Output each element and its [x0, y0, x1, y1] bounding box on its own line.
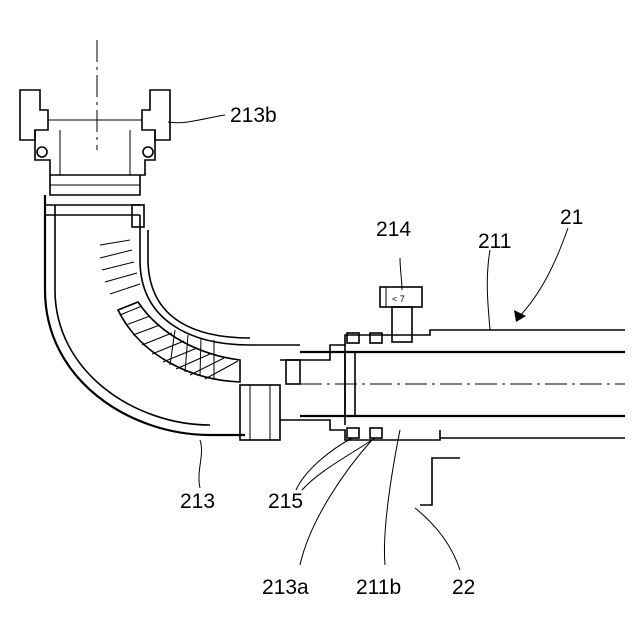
label-213a: 213a — [262, 576, 309, 599]
label-215: 215 — [268, 490, 303, 513]
seal-rings — [347, 333, 382, 438]
label-213b: 213b — [230, 104, 277, 127]
label-213: 213 — [180, 490, 215, 513]
fastener-marking: < 7 — [392, 294, 405, 304]
label-21: 21 — [560, 206, 583, 229]
support-frame — [420, 458, 460, 505]
fastener: < 7 — [380, 287, 422, 342]
label-211: 211 — [478, 230, 511, 253]
leader-lines — [168, 115, 568, 570]
label-22: 22 — [452, 576, 475, 599]
flange-coupling — [20, 90, 170, 227]
label-214: 214 — [376, 218, 411, 241]
gear-section — [100, 240, 240, 382]
center-lines — [97, 40, 625, 384]
label-211b: 211b — [356, 576, 401, 599]
